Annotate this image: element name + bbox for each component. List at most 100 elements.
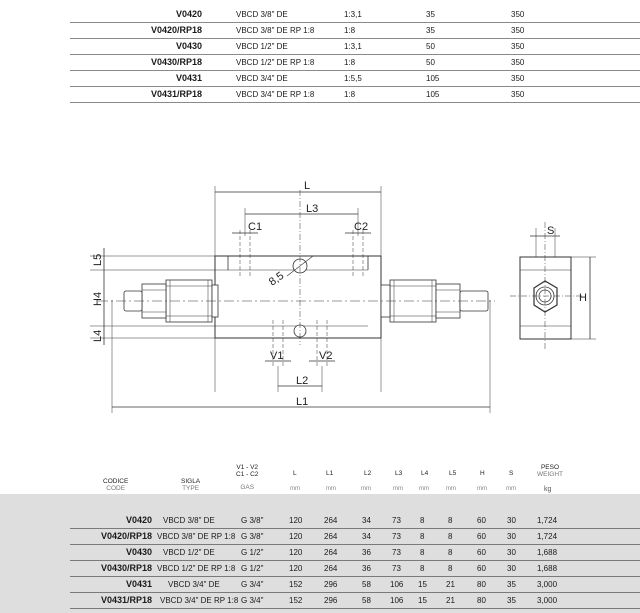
label-C2: C2 [354, 221, 368, 233]
ratio-cell: 1:3,1 [344, 10, 362, 19]
L2-cell: 36 [362, 548, 371, 557]
side-view-hex [533, 280, 558, 313]
table-row: V0430/RP18 VBCD 1/2" DE RP 1:8 G 1/2" 12… [70, 560, 640, 577]
type-cell: VBCD 3/8" DE [236, 10, 288, 19]
S-cell: 30 [507, 516, 516, 525]
header-L4: L4 [421, 470, 429, 477]
flow-cell: 105 [426, 74, 440, 83]
unit-kg: kg [544, 486, 552, 493]
type-cell: VBCD 1/2" DE [236, 42, 288, 51]
L-cell: 120 [289, 564, 303, 573]
label-H4: H4 [92, 292, 104, 306]
code-cell: V0430/RP18 [150, 57, 202, 67]
type-cell: VBCD 3/8" DE RP 1:8 [157, 532, 236, 541]
weight-cell: 1,688 [537, 548, 558, 557]
H-cell: 80 [477, 580, 486, 589]
L2-cell: 58 [362, 580, 371, 589]
L4-cell: 15 [418, 596, 427, 605]
L5-cell: 8 [448, 532, 453, 541]
gas-cell: G 1/2" [241, 548, 264, 557]
code-cell: V0431/RP18 [100, 595, 152, 605]
S-cell: 35 [507, 596, 516, 605]
header-type: SIGLA TYPE [181, 478, 201, 492]
L-cell: 152 [289, 596, 303, 605]
code-cell: V0420/RP18 [150, 25, 202, 35]
weight-cell: 1,688 [537, 564, 558, 573]
code-cell: V0431/RP18 [150, 89, 202, 99]
code-cell: V0430/RP18 [100, 563, 152, 573]
ratio-cell: 1:8 [344, 26, 356, 35]
L3-cell: 73 [392, 564, 401, 573]
ratio-cell: 1:3,1 [344, 42, 362, 51]
table-row: V0431 VBCD 3/4" DE G 3/4" 152 296 58 106… [70, 576, 640, 593]
S-cell: 35 [507, 580, 516, 589]
type-cell: VBCD 3/8" DE RP 1:8 [236, 26, 315, 35]
hole-leader-line [286, 255, 314, 277]
L2-cell: 34 [362, 532, 371, 541]
label-L4: L4 [92, 330, 104, 342]
flow-cell: 50 [426, 42, 435, 51]
unit-mm: mm [446, 486, 456, 492]
gas-cell: G 3/8" [241, 516, 264, 525]
pressure-cell: 350 [511, 74, 525, 83]
label-C1: C1 [248, 221, 262, 233]
header-L5: L5 [449, 470, 457, 477]
L-cell: 120 [289, 516, 303, 525]
L1-cell: 264 [324, 516, 338, 525]
L1-cell: 264 [324, 532, 338, 541]
header-ports: V1 - V2 C1 - C2 GAS [236, 464, 259, 491]
code-cell: V0431 [125, 579, 152, 589]
table-row: V0420/RP18 VBCD 3/8" DE RP 1:8 1:8 35 35… [70, 22, 640, 39]
flow-cell: 50 [426, 58, 435, 67]
L4-cell: 8 [420, 548, 425, 557]
pressure-cell: 350 [511, 90, 525, 99]
unit-mm: mm [290, 486, 300, 492]
table-row: V0430 VBCD 1/2" DE 1:3,1 50 350 [70, 38, 640, 55]
L2-cell: 34 [362, 516, 371, 525]
type-cell: VBCD 1/2" DE [163, 548, 215, 557]
S-cell: 30 [507, 564, 516, 573]
weight-cell: 3,000 [537, 596, 558, 605]
header-H: H [480, 470, 485, 477]
label-L3: L3 [306, 203, 318, 215]
L3-cell: 106 [390, 596, 404, 605]
S-cell: 30 [507, 532, 516, 541]
H-cell: 60 [477, 548, 486, 557]
table-row: V0430/RP18 VBCD 1/2" DE RP 1:8 1:8 50 35… [70, 54, 640, 71]
pressure-cell: 350 [511, 10, 525, 19]
gas-cell: G 3/4" [241, 596, 264, 605]
table-row: V0430 VBCD 1/2" DE G 1/2" 120 264 36 73 … [70, 544, 640, 561]
unit-mm: mm [506, 486, 516, 492]
header-L3: L3 [395, 470, 403, 477]
type-cell: VBCD 3/4" DE [236, 74, 288, 83]
L3-cell: 73 [392, 516, 401, 525]
label-L2: L2 [296, 375, 308, 387]
unit-mm: mm [393, 486, 403, 492]
weight-cell: 1,724 [537, 532, 558, 541]
L5-cell: 8 [448, 548, 453, 557]
L3-cell: 73 [392, 532, 401, 541]
S-cell: 30 [507, 548, 516, 557]
header-L2: L2 [364, 470, 372, 477]
type-cell: VBCD 1/2" DE RP 1:8 [157, 564, 236, 573]
gas-cell: G 3/8" [241, 532, 264, 541]
gas-cell: G 3/4" [241, 580, 264, 589]
type-cell: VBCD 3/4" DE [168, 580, 220, 589]
unit-mm: mm [477, 486, 487, 492]
table-row: V0431/RP18 VBCD 3/4" DE RP 1:8 G 3/4" 15… [70, 592, 640, 609]
flow-cell: 35 [426, 10, 435, 19]
weight-cell: 3,000 [537, 580, 558, 589]
table-row: V0420 VBCD 3/8" DE 1:3,1 35 350 [70, 6, 640, 23]
L4-cell: 8 [420, 532, 425, 541]
flow-cell: 35 [426, 26, 435, 35]
code-cell: V0430 [175, 41, 202, 51]
flow-cell: 105 [426, 90, 440, 99]
L2-cell: 36 [362, 564, 371, 573]
type-cell: VBCD 3/4" DE RP 1:8 [160, 596, 239, 605]
L3-cell: 106 [390, 580, 404, 589]
pressure-cell: 350 [511, 42, 525, 51]
table-row: V0431/RP18 VBCD 3/4" DE RP 1:8 1:8 105 3… [70, 86, 640, 103]
label-L5: L5 [92, 254, 104, 266]
label-V2: V2 [319, 350, 332, 362]
header-L1: L1 [326, 470, 334, 477]
